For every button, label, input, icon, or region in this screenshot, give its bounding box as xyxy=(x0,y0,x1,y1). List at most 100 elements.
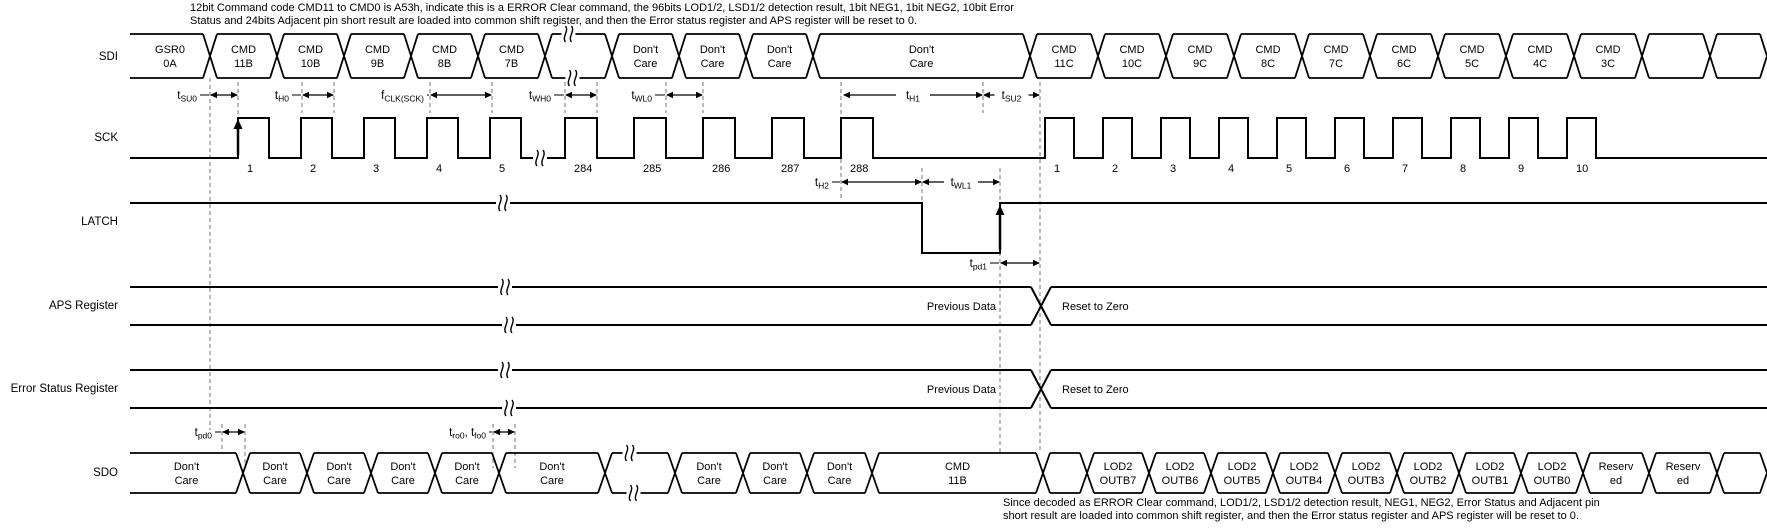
sck-cycle-number: 1 xyxy=(1054,163,1060,175)
bus-cell-text: 11C xyxy=(1054,58,1073,70)
sck-cycle-number: 2 xyxy=(310,163,316,175)
signal-label-sck: SCK xyxy=(94,132,118,144)
bus-cell-text: CMD xyxy=(432,44,457,56)
bus-cell-text: 8B xyxy=(438,58,451,70)
bus-cell-text: Don't xyxy=(909,44,934,56)
timing-label-tpd1: tpd1 xyxy=(970,258,988,272)
bus-cell-text: 0A xyxy=(163,58,177,70)
bus-cell-text: Care xyxy=(391,475,415,487)
timing-label-tpd0: tpd0 xyxy=(195,427,213,441)
bus-cell-text: Care xyxy=(540,475,564,487)
bus-cell-text: Care xyxy=(701,58,725,70)
error-status-register-waveform: Previous Data Reset to Zero xyxy=(130,361,1767,417)
signal-label-sdi: SDI xyxy=(98,51,118,63)
bus-cell-text: Care xyxy=(455,475,479,487)
bus-cell-text: Don't xyxy=(174,461,199,473)
signal-label-latch: LATCH xyxy=(81,216,118,228)
bus-cell-text: LOD2 xyxy=(1538,461,1567,473)
bus-cell-text: OUTB5 xyxy=(1224,475,1261,487)
sck-cycle-number: 286 xyxy=(712,163,730,175)
bus-cell-text: 3C xyxy=(1601,58,1615,70)
sck-cycle-number: 288 xyxy=(850,163,868,175)
bottom-annotation-line2: short result are loaded into common shif… xyxy=(1003,510,1579,522)
signal-label-aps-register: APS Register xyxy=(48,300,118,312)
sck-cycle-number: 7 xyxy=(1402,163,1408,175)
bottom-annotation: Since decoded as ERROR Clear command, LO… xyxy=(1003,497,1600,523)
bus-cell-text: 5C xyxy=(1465,58,1479,70)
sck-cycle-number: 6 xyxy=(1344,163,1350,175)
bus-cell-text: OUTB1 xyxy=(1472,475,1509,487)
bus-cell-text: OUTB4 xyxy=(1286,475,1323,487)
top-annotation: 12bit Command code CMD11 to CMD0 is A53h… xyxy=(190,2,1014,28)
timing-label-th0: tH0 xyxy=(275,90,289,104)
bus-cell-text: LOD2 xyxy=(1290,461,1319,473)
bus-cell-text: Care xyxy=(768,58,792,70)
bus-cell-text: CMD xyxy=(1187,44,1212,56)
bus-cell-text: ed xyxy=(1610,475,1622,487)
bus-cell-text: LOD2 xyxy=(1352,461,1381,473)
sck-cycle-number: 5 xyxy=(499,163,505,175)
bus-cell-text: 11B xyxy=(948,475,967,487)
bus-cell-text: Care xyxy=(263,475,287,487)
timing-label-twl0: tWL0 xyxy=(631,90,652,104)
bus-cell-text: Don't xyxy=(390,461,415,473)
sck-cycle-number: 5 xyxy=(1286,163,1292,175)
bus-cell-text: 9C xyxy=(1193,58,1207,70)
bus-cell-text: Don't xyxy=(700,44,725,56)
bus-cell-text: Don't xyxy=(696,461,721,473)
bus-cell-text: 7C xyxy=(1329,58,1343,70)
bus-cell-text: Care xyxy=(763,475,787,487)
sck-cycle-number: 10 xyxy=(1576,163,1588,175)
bus-cell-text: Care xyxy=(175,475,199,487)
bus-cell-text: LOD2 xyxy=(1104,461,1133,473)
bus-cell-text: CMD xyxy=(1051,44,1076,56)
bus-cell-text: OUTB0 xyxy=(1534,475,1571,487)
sck-cycle-number: 287 xyxy=(781,163,799,175)
timing-label-tsu0: tSU0 xyxy=(177,90,197,104)
bus-cell-text: CMD xyxy=(1119,44,1144,56)
bus-cell-text: 10B xyxy=(301,58,321,70)
timing-label-twh0: tWH0 xyxy=(529,90,551,104)
sck-cycle-number: 3 xyxy=(373,163,379,175)
bus-cell-text: Care xyxy=(697,475,721,487)
timing-label-twl1: tWL1 xyxy=(951,177,972,191)
timing-label-th1: tH1 xyxy=(906,90,920,104)
top-annotation-line1: 12bit Command code CMD11 to CMD0 is A53h… xyxy=(190,2,1014,14)
bus-cell-text: LOD2 xyxy=(1476,461,1505,473)
bus-cell-text: Care xyxy=(910,58,934,70)
bus-cell-text: LOD2 xyxy=(1166,461,1195,473)
bus-cell-text: Don't xyxy=(539,461,564,473)
sck-cycle-number: 1 xyxy=(247,163,253,175)
bus-cell-text: 6C xyxy=(1397,58,1411,70)
bus-cell-text: CMD xyxy=(1391,44,1416,56)
bus-cell-text: 8C xyxy=(1261,58,1275,70)
sck-cycle-number: 2 xyxy=(1112,163,1118,175)
timing-label-th2: tH2 xyxy=(815,177,829,191)
sck-cycle-number: 4 xyxy=(1228,163,1234,175)
bus-cell-text: OUTB2 xyxy=(1410,475,1447,487)
bus-cell-text: OUTB6 xyxy=(1162,475,1199,487)
bus-cell-text: LOD2 xyxy=(1228,461,1257,473)
bus-cell-text: Don't xyxy=(633,44,658,56)
bus-cell-text: Don't xyxy=(326,461,351,473)
bus-cell-text: CMD xyxy=(231,44,256,56)
register-reset-to-zero: Reset to Zero xyxy=(1062,384,1129,396)
bus-cell-text: CMD xyxy=(1527,44,1552,56)
sdi-bus: GSR00ACMD11BCMD10BCMD9BCMD8BCMD7BDon'tCa… xyxy=(130,25,1767,87)
sck-cycle-number: 9 xyxy=(1518,163,1524,175)
bus-cell-text: GSR0 xyxy=(155,44,185,56)
sck-cycle-number: 8 xyxy=(1460,163,1466,175)
bus-cell-text: Care xyxy=(828,475,852,487)
register-previous-data: Previous Data xyxy=(927,384,997,396)
bottom-annotation-line1: Since decoded as ERROR Clear command, LO… xyxy=(1003,497,1600,509)
bus-cell-text: Don't xyxy=(454,461,479,473)
signal-label-sdo: SDO xyxy=(93,467,118,479)
bus-cell-text: Don't xyxy=(262,461,287,473)
bus-cell-text: ed xyxy=(1677,475,1689,487)
bus-cell-text: 9B xyxy=(371,58,384,70)
bus-cell-text: CMD xyxy=(1595,44,1620,56)
